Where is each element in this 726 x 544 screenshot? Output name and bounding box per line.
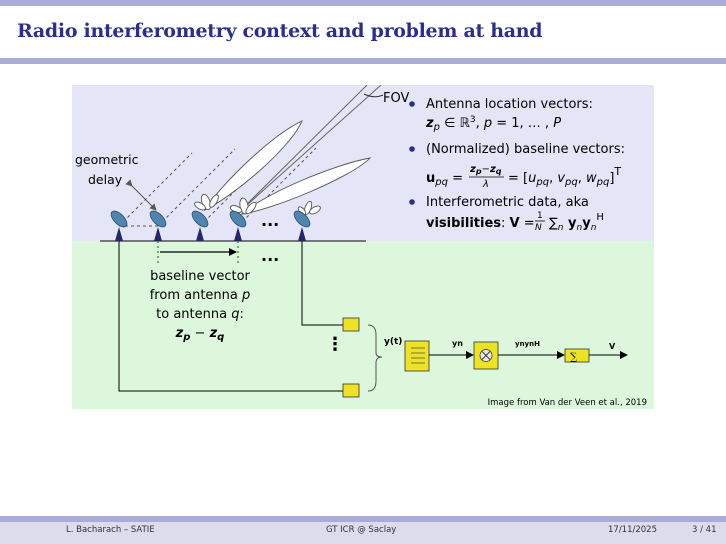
bullet-2-formula: upq = bbox=[426, 171, 463, 188]
bullet-3-sum: ∑n ynynH bbox=[549, 212, 604, 233]
sampler-lines bbox=[411, 347, 425, 364]
antenna-3 bbox=[191, 210, 209, 241]
geometric-delay-label-1: geometric bbox=[75, 152, 139, 167]
interferometry-figure: geometric delay FOV bbox=[72, 85, 654, 409]
ellipsis-top: ... bbox=[261, 211, 279, 230]
slide-title: Radio interferometry context and problem… bbox=[17, 20, 543, 42]
title-rule bbox=[0, 58, 726, 64]
footer: L. Bacharach – SATIE GT ICR @ Saclay 17/… bbox=[0, 516, 726, 544]
bullet-3-formula: visibilities: V = bbox=[426, 216, 535, 231]
signal-y-t: y(t) bbox=[384, 337, 402, 347]
bullet-1-formula: zp ∈ ℝ3, p = 1, … , P bbox=[425, 115, 561, 133]
antenna-1 bbox=[110, 210, 128, 241]
footer-author: L. Bacharach – SATIE bbox=[66, 525, 155, 535]
fov-label: FOV bbox=[383, 91, 409, 106]
beam-lobes bbox=[194, 120, 372, 216]
signal-yn: yn bbox=[452, 339, 463, 348]
signal-wires bbox=[118, 241, 343, 392]
footer-date: 17/11/2025 bbox=[608, 525, 657, 535]
signal-ynyn: ynynH bbox=[515, 340, 540, 348]
multiplier-cross bbox=[481, 351, 491, 360]
bullet-2-fraction-bottom: λ bbox=[482, 179, 489, 190]
ground-panel bbox=[72, 241, 654, 409]
top-bar bbox=[0, 0, 726, 6]
sampler-block bbox=[404, 340, 430, 372]
baseline-formula: zp − zq bbox=[175, 326, 225, 343]
bullet-list: Antenna location vectors: zp ∈ ℝ3, p = 1… bbox=[409, 97, 625, 233]
signal-v: V bbox=[609, 342, 616, 351]
geometric-delay-label-2: delay bbox=[88, 172, 123, 187]
bullet-3-text: Interferometric data, aka bbox=[426, 195, 589, 210]
baseline-text-3: to antenna q: bbox=[156, 307, 244, 322]
baseline-text-1: baseline vector bbox=[150, 269, 250, 284]
antenna-5 bbox=[293, 210, 311, 241]
baseline-text-2: from antenna p bbox=[150, 288, 251, 303]
baseline-markers bbox=[157, 241, 239, 265]
ellipsis-mid: ... bbox=[261, 246, 279, 265]
antenna-2 bbox=[149, 210, 167, 241]
receiver-block-2 bbox=[342, 383, 360, 398]
footer-rule bbox=[0, 516, 726, 522]
bullet-1-text: Antenna location vectors: bbox=[426, 97, 593, 112]
footer-band bbox=[0, 522, 726, 544]
bullet-2-fraction-top: zp−zq bbox=[469, 164, 502, 176]
ellipsis-vertical: ⋮ bbox=[326, 334, 344, 355]
bullet-3-frac-top: 1 bbox=[537, 211, 543, 221]
signal-brace bbox=[367, 324, 383, 392]
footer-event: GT ICR @ Saclay bbox=[326, 525, 397, 535]
bullet-dot-1 bbox=[409, 101, 415, 107]
bullet-dot-2 bbox=[409, 146, 415, 152]
bullet-3-frac-bottom: N bbox=[535, 223, 542, 233]
image-credit: Image from Van der Veen et al., 2019 bbox=[488, 398, 647, 408]
bullet-dot-3 bbox=[409, 199, 415, 205]
fov-arc bbox=[363, 93, 384, 98]
geometric-delay-arrow bbox=[125, 179, 157, 211]
receiver-block-1 bbox=[342, 317, 360, 332]
bullet-2-vector: = [upq, vpq, wpq]T bbox=[508, 165, 621, 188]
fov-lines bbox=[237, 85, 382, 214]
antenna-4 bbox=[229, 210, 247, 241]
footer-page: 3 / 41 bbox=[692, 525, 717, 535]
sum-icon: ∑ bbox=[570, 352, 578, 363]
bullet-2-text: (Normalized) baseline vectors: bbox=[426, 142, 625, 157]
